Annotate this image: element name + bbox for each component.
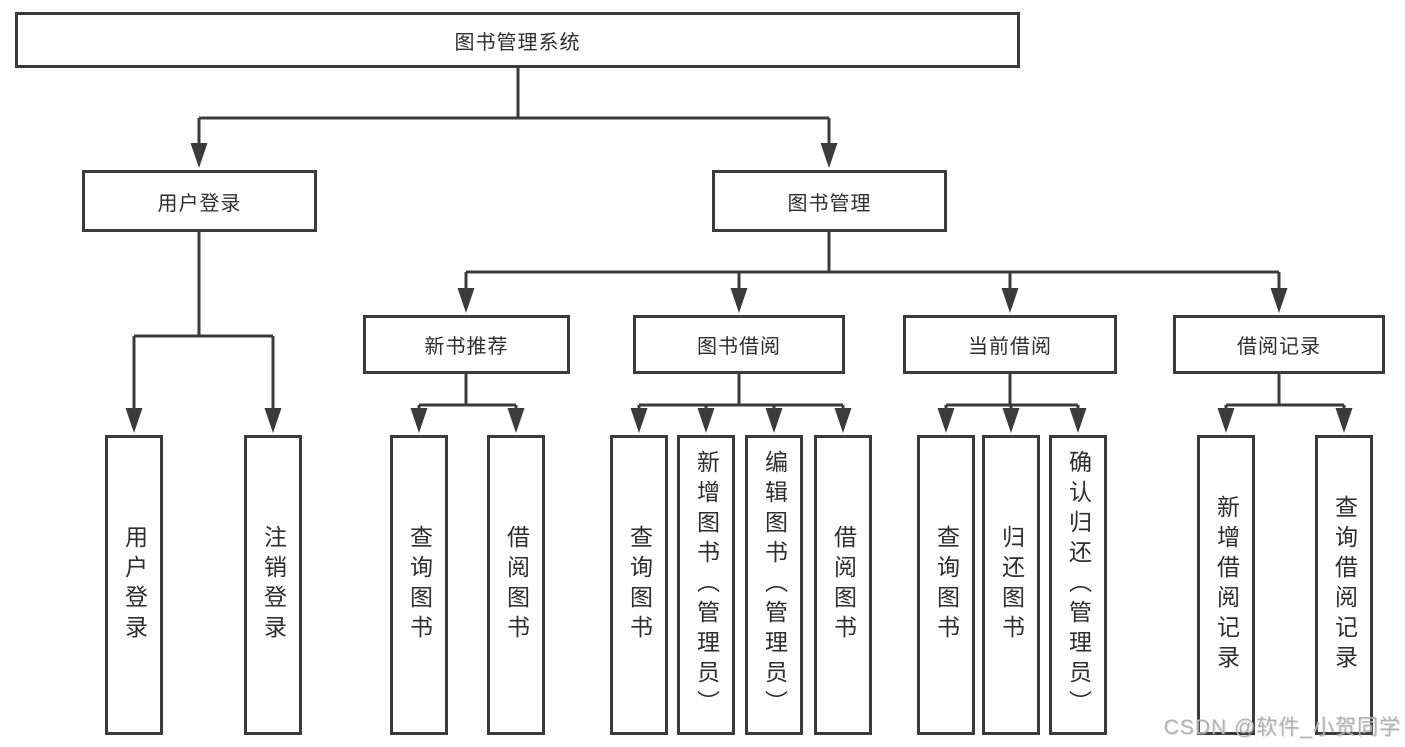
node-label: 新书推荐	[424, 336, 509, 358]
leaf-query-books-current: 查询图书	[917, 435, 975, 735]
leaf-query-borrow-record: 查询借阅记录	[1315, 435, 1373, 735]
leaf-label: 借阅图书	[830, 525, 857, 645]
node-current-borrowing: 当前借阅	[903, 315, 1117, 374]
arrowheads	[125, 143, 1353, 433]
leaf-label: 编辑图书（管理员）	[761, 450, 788, 720]
leaf-return-books: 归还图书	[982, 435, 1040, 735]
node-book-borrowing: 图书借阅	[633, 315, 845, 374]
leaf-label: 查询图书	[626, 525, 653, 645]
leaf-add-borrow-record: 新增借阅记录	[1197, 435, 1255, 735]
leaf-user-login: 用户登录	[105, 435, 163, 735]
leaf-label: 查询图书	[406, 525, 433, 645]
leaf-label: 查询借阅记录	[1331, 495, 1358, 675]
node-user-login: 用户登录	[82, 170, 317, 232]
node-label: 图书借阅	[697, 336, 781, 358]
leaf-label: 用户登录	[121, 525, 148, 645]
node-book-management: 图书管理	[712, 170, 947, 232]
leaf-label: 借阅图书	[503, 525, 530, 645]
leaf-label: 新增图书（管理员）	[693, 450, 720, 720]
leaf-label: 确认归还（管理员）	[1065, 450, 1092, 720]
node-label: 当前借阅	[968, 336, 1052, 358]
leaf-borrow-books: 借阅图书	[814, 435, 872, 735]
leaf-label: 新增借阅记录	[1213, 495, 1240, 675]
node-label: 图书管理系统	[454, 31, 581, 54]
leaf-logout: 注销登录	[244, 435, 302, 735]
node-label: 用户登录	[157, 192, 242, 215]
leaf-label: 注销登录	[260, 525, 287, 645]
watermark: CSDN @软件_小贺同学	[1163, 716, 1401, 739]
node-label: 借阅记录	[1237, 336, 1321, 358]
node-library-system: 图书管理系统	[15, 12, 1020, 68]
leaf-label: 归还图书	[998, 525, 1025, 645]
node-new-book-recommendation: 新书推荐	[363, 315, 570, 374]
leaf-query-books-borrow: 查询图书	[610, 435, 668, 735]
leaf-query-books-recommend: 查询图书	[390, 435, 448, 735]
leaf-edit-books-admin: 编辑图书（管理员）	[745, 435, 803, 735]
leaf-add-books-admin: 新增图书（管理员）	[677, 435, 735, 735]
node-borrowing-records: 借阅记录	[1173, 315, 1385, 374]
node-label: 图书管理	[787, 192, 872, 215]
leaf-borrow-books-recommend: 借阅图书	[487, 435, 545, 735]
leaf-label: 查询图书	[933, 525, 960, 645]
leaf-confirm-return-admin: 确认归还（管理员）	[1049, 435, 1107, 735]
